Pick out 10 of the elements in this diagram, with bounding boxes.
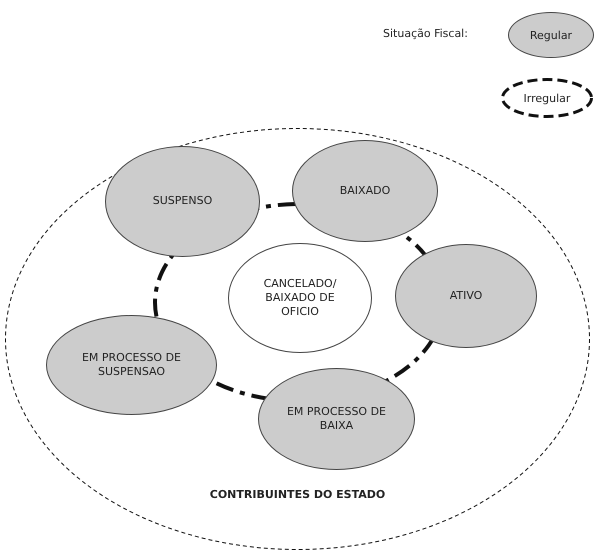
status-label: BAIXADO: [340, 184, 390, 198]
status-label: EM PROCESSO DE BAIXA: [286, 404, 386, 434]
group-title: CONTRIBUINTES DO ESTADO: [210, 488, 386, 502]
status-label: ATIVO: [450, 288, 482, 304]
status-label: SUSPENSO: [152, 194, 212, 209]
legend-label: Regular: [530, 28, 572, 42]
status-label: EM PROCESSO DE SUSPENSAO: [82, 350, 182, 380]
legend-heading: Situação Fiscal:: [383, 27, 469, 40]
status-label: CANCELADO/ BAIXADO DE OFICIO: [262, 276, 338, 320]
legend-label: Irregular: [524, 92, 570, 104]
